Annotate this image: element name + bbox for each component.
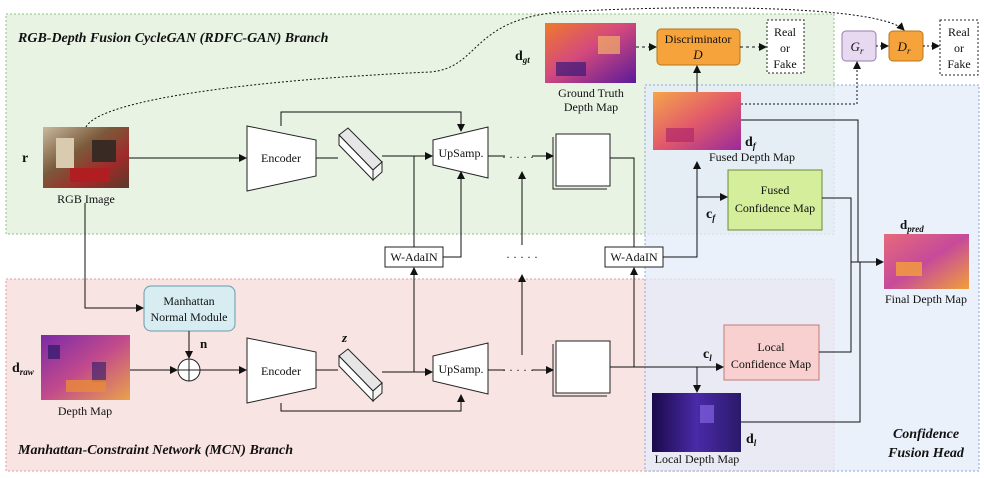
encoder-top: Encoder bbox=[246, 125, 317, 192]
manhattan-normal-module: Manhattan Normal Module bbox=[143, 285, 236, 332]
w-adain-left: W-AdaIN bbox=[384, 246, 444, 268]
ellipsis-top: · · · · · bbox=[502, 150, 534, 164]
addition-node bbox=[177, 358, 201, 382]
d-gt-symbol: dgt bbox=[515, 49, 530, 65]
ground-truth-depth-image bbox=[545, 23, 636, 83]
svg-text:Fake: Fake bbox=[947, 57, 970, 71]
n-symbol: n bbox=[200, 336, 208, 351]
svg-text:or: or bbox=[954, 41, 964, 55]
c-f-symbol: cf bbox=[706, 207, 716, 223]
cfh-title-line2: Fusion Head bbox=[887, 446, 965, 461]
d-raw-symbol: draw bbox=[12, 361, 35, 377]
rgb-image bbox=[43, 127, 129, 188]
rdfc-branch-title: RGB-Depth Fusion CycleGAN (RDFC-GAN) Bra… bbox=[17, 31, 329, 46]
latent-cuboid-bottom bbox=[338, 348, 383, 403]
discriminator-dr-block: Dr bbox=[888, 30, 924, 62]
c-l-symbol: cl bbox=[703, 347, 712, 363]
svg-text:Confidence Map: Confidence Map bbox=[735, 201, 815, 215]
depth-map-label: Depth Map bbox=[58, 404, 112, 418]
svg-text:D: D bbox=[692, 47, 703, 62]
svg-text:Local: Local bbox=[757, 340, 785, 354]
svg-text:Gr: Gr bbox=[851, 39, 864, 56]
r-symbol: r bbox=[22, 151, 28, 166]
rgb-image-label: RGB Image bbox=[57, 192, 115, 206]
final-depth-map-image bbox=[884, 234, 969, 289]
upsamp-bottom: UpSamp. bbox=[432, 342, 489, 395]
local-depth-map-image bbox=[652, 393, 741, 452]
svg-text:Fake: Fake bbox=[773, 57, 796, 71]
local-depth-map-label: Local Depth Map bbox=[655, 452, 740, 466]
final-depth-map-label: Final Depth Map bbox=[885, 292, 967, 306]
svg-text:UpSamp.: UpSamp. bbox=[439, 146, 484, 160]
svg-text:or: or bbox=[780, 41, 790, 55]
z-symbol: z bbox=[341, 330, 348, 345]
real-or-fake-output-2: Real or Fake bbox=[939, 19, 979, 76]
svg-text:Encoder: Encoder bbox=[261, 364, 301, 378]
ground-truth-label-line1: Ground Truth bbox=[558, 86, 624, 100]
fused-depth-map-label: Fused Depth Map bbox=[709, 150, 795, 164]
svg-text:W-AdaIN: W-AdaIN bbox=[610, 250, 658, 264]
ground-truth-label-line2: Depth Map bbox=[564, 100, 618, 114]
svg-text:Manhattan: Manhattan bbox=[163, 294, 214, 308]
svg-text:Normal Module: Normal Module bbox=[151, 310, 228, 324]
raw-depth-map-image bbox=[41, 335, 130, 400]
fused-confidence-map: Fused Confidence Map bbox=[727, 169, 823, 231]
feature-cube-bottom bbox=[552, 340, 611, 397]
svg-text:Dr: Dr bbox=[897, 39, 911, 56]
fused-depth-map-image bbox=[653, 92, 741, 150]
svg-text:UpSamp.: UpSamp. bbox=[439, 362, 484, 376]
svg-text:Real: Real bbox=[948, 25, 971, 39]
svg-text:Real: Real bbox=[774, 25, 797, 39]
svg-text:Confidence Map: Confidence Map bbox=[731, 357, 811, 371]
upsamp-top: UpSamp. bbox=[432, 126, 489, 179]
encoder-bottom: Encoder bbox=[246, 337, 317, 404]
d-pred-symbol: dpred bbox=[900, 217, 924, 234]
ellipsis-middle: · · · · · bbox=[506, 250, 538, 264]
cfh-title-line1: Confidence bbox=[893, 427, 959, 442]
generator-gr-block: Gr bbox=[841, 30, 877, 62]
ellipsis-bottom: · · · · · bbox=[502, 363, 534, 377]
real-or-fake-output-1: Real or Fake bbox=[766, 19, 805, 74]
w-adain-right: W-AdaIN bbox=[604, 246, 664, 268]
d-l-symbol: dl bbox=[746, 432, 757, 448]
svg-text:Discriminator: Discriminator bbox=[665, 32, 732, 46]
local-confidence-map: Local Confidence Map bbox=[723, 324, 820, 381]
feature-cube-top bbox=[552, 133, 611, 190]
latent-cuboid-top bbox=[338, 127, 383, 182]
svg-text:Encoder: Encoder bbox=[261, 151, 301, 165]
d-f-symbol: df bbox=[745, 135, 757, 151]
svg-text:Fused: Fused bbox=[761, 183, 790, 197]
connectors bbox=[84, 7, 940, 423]
mcn-branch-title: Manhattan-Constraint Network (MCN) Branc… bbox=[17, 443, 293, 458]
svg-text:W-AdaIN: W-AdaIN bbox=[390, 250, 438, 264]
discriminator-block: Discriminator D bbox=[656, 28, 741, 66]
